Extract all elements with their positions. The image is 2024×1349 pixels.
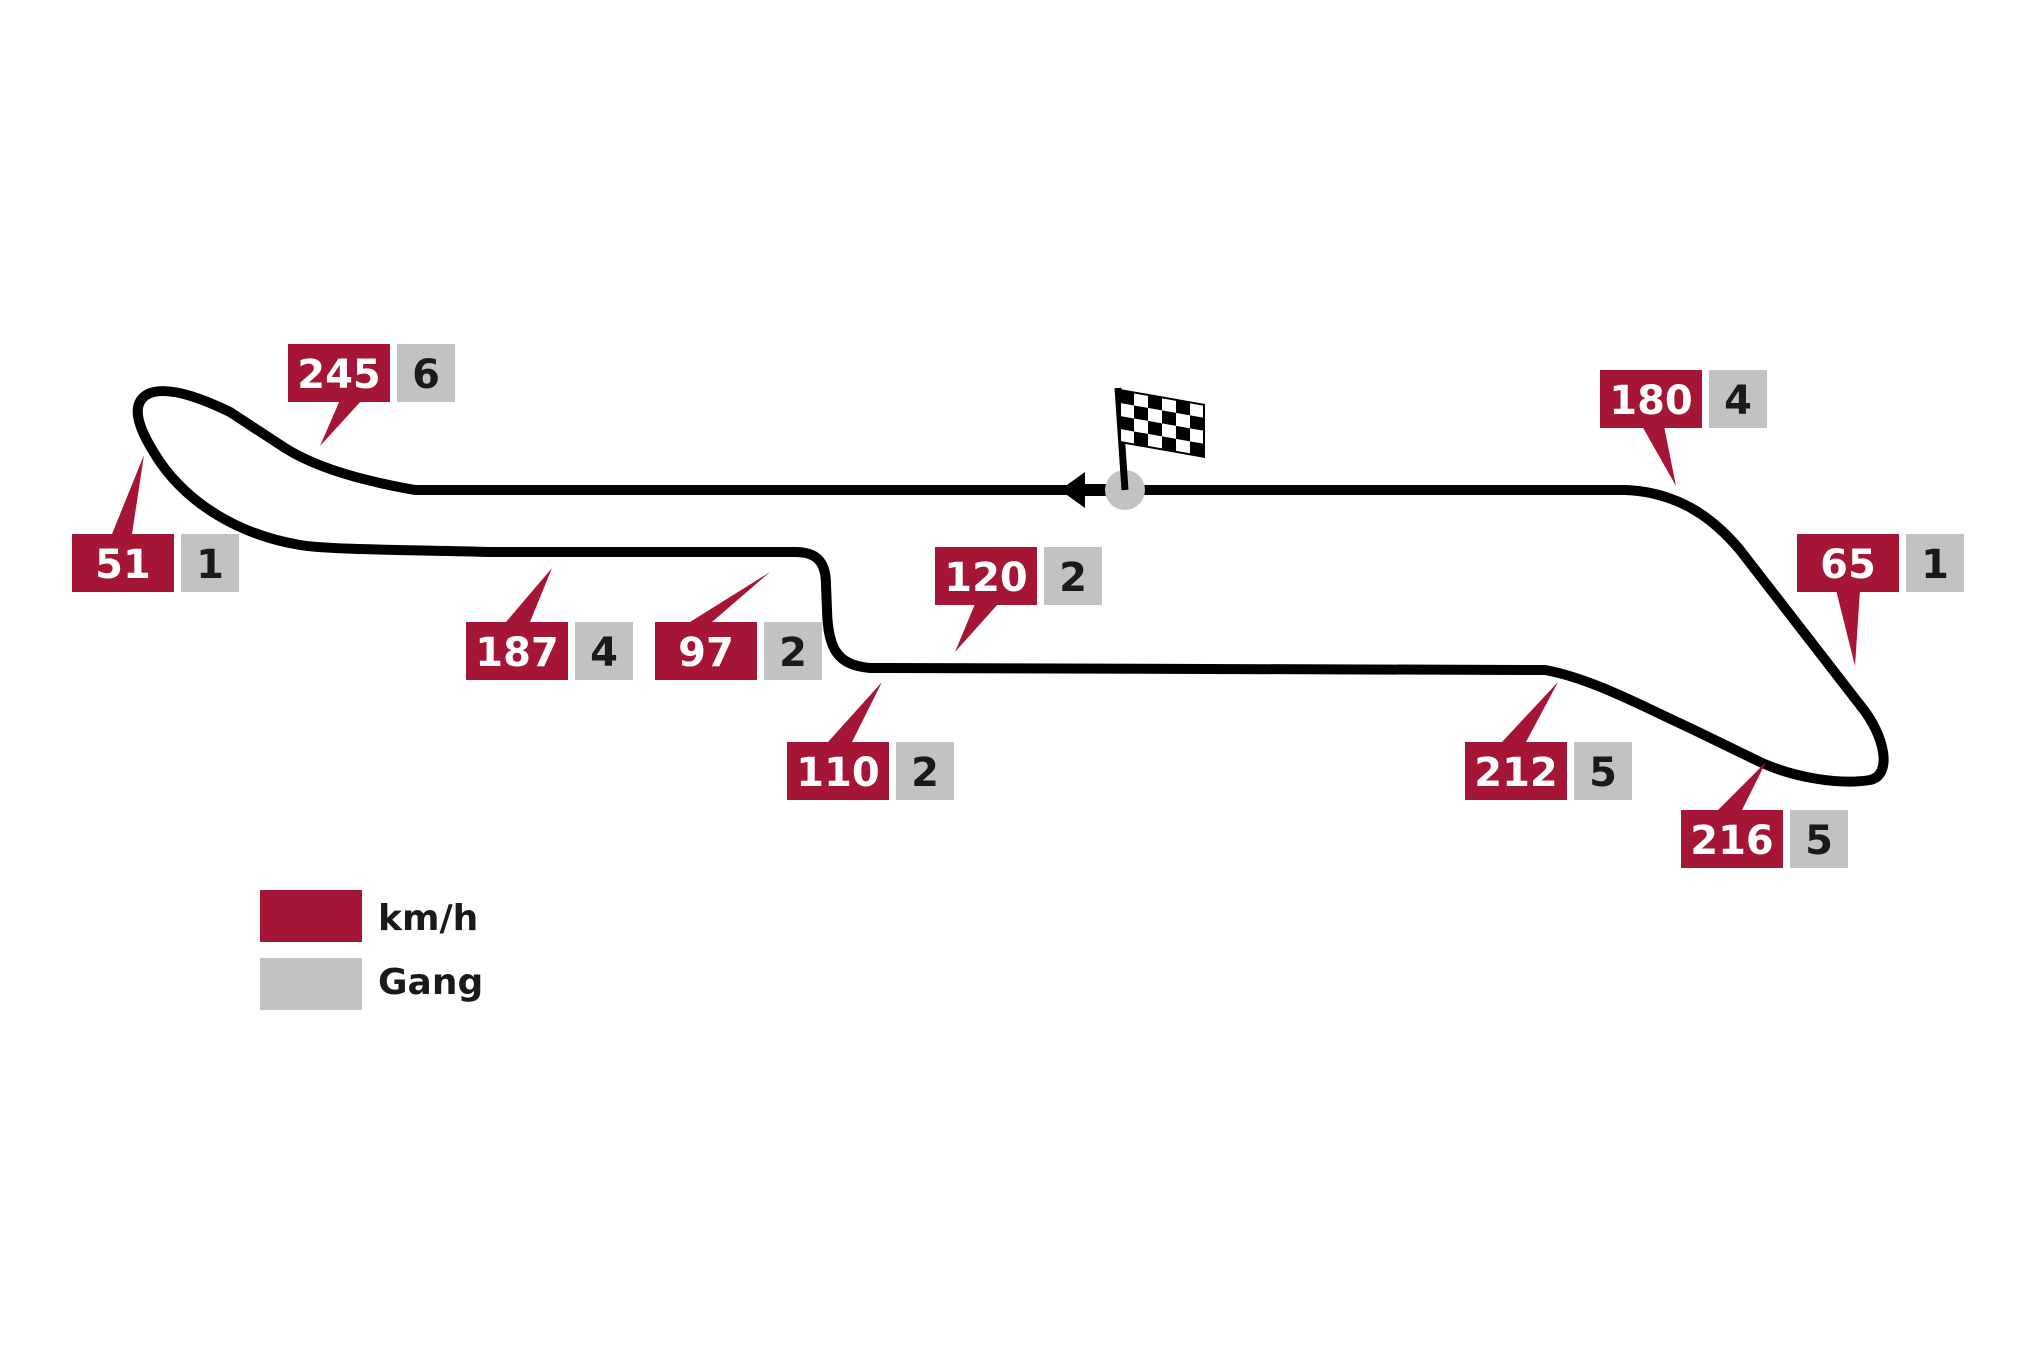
speed-value: 245 xyxy=(297,352,381,398)
speed-box xyxy=(935,547,1037,605)
gear-box xyxy=(1906,534,1964,592)
corner-callout-c8: 216 5 xyxy=(1681,762,1848,868)
gear-value: 6 xyxy=(412,352,440,398)
gear-box xyxy=(896,742,954,800)
track-outline xyxy=(132,386,1889,787)
checkered-flag-icon xyxy=(1114,387,1205,491)
corner-callout-c6: 120 2 xyxy=(935,547,1102,652)
gear-box xyxy=(1709,370,1767,428)
gear-box xyxy=(575,622,633,680)
corner-callout-c10: 180 4 xyxy=(1600,370,1767,486)
legend-gear-label: Gang xyxy=(378,962,483,1003)
speed-value: 212 xyxy=(1474,750,1558,796)
corner-callout-c7: 212 5 xyxy=(1465,682,1632,800)
corner-callout-c1: 51 1 xyxy=(72,455,239,592)
callout-pointer xyxy=(1642,426,1676,486)
gear-box xyxy=(1790,810,1848,868)
gear-box xyxy=(1044,547,1102,605)
callout-pointer xyxy=(1718,762,1766,810)
gear-value: 5 xyxy=(1589,750,1617,796)
gear-value: 2 xyxy=(911,750,939,796)
speed-box xyxy=(787,742,889,800)
speed-box xyxy=(288,344,390,402)
speed-box xyxy=(1797,534,1899,592)
speed-box xyxy=(466,622,568,680)
corner-callout-c9: 65 1 xyxy=(1797,534,1964,666)
arrow-left-icon xyxy=(1060,472,1085,508)
callout-pointer xyxy=(828,682,882,742)
gear-box xyxy=(181,534,239,592)
callout-pointer xyxy=(506,568,552,622)
speed-box xyxy=(1465,742,1567,800)
gear-box xyxy=(1574,742,1632,800)
speed-box xyxy=(1681,810,1783,868)
callout-pointer xyxy=(1502,682,1558,742)
speed-value: 216 xyxy=(1690,818,1774,864)
speed-value: 65 xyxy=(1820,542,1876,588)
gear-box xyxy=(397,344,455,402)
arrow-shaft xyxy=(1080,484,1110,496)
legend-speed-label: km/h xyxy=(378,898,478,939)
legend: km/h Gang xyxy=(260,890,483,1010)
speed-box xyxy=(655,622,757,680)
gear-value: 1 xyxy=(196,542,224,588)
callout-pointer xyxy=(690,572,770,622)
speed-box xyxy=(72,534,174,592)
speed-value: 180 xyxy=(1609,378,1693,424)
gear-value: 2 xyxy=(779,630,807,676)
speed-value: 97 xyxy=(678,630,734,676)
gear-box xyxy=(764,622,822,680)
corner-callout-c4: 97 2 xyxy=(655,572,822,680)
speed-value: 120 xyxy=(944,555,1028,601)
gear-value: 2 xyxy=(1059,555,1087,601)
corner-callout-c2: 245 6 xyxy=(288,344,455,446)
gear-value: 1 xyxy=(1921,542,1949,588)
legend-gear-swatch xyxy=(260,958,362,1010)
corner-callout-c3: 187 4 xyxy=(466,568,633,680)
callout-pointer xyxy=(955,604,998,652)
speed-value: 187 xyxy=(475,630,559,676)
callout-pointer xyxy=(1836,590,1860,666)
gear-value: 5 xyxy=(1805,818,1833,864)
gear-value: 4 xyxy=(1724,378,1752,424)
callout-pointer xyxy=(320,400,362,446)
gear-value: 4 xyxy=(590,630,618,676)
speed-value: 51 xyxy=(95,542,151,588)
legend-speed-swatch xyxy=(260,890,362,942)
corner-callout-c5: 110 2 xyxy=(787,682,954,800)
callout-pointer xyxy=(112,455,144,534)
speed-box xyxy=(1600,370,1702,428)
speed-value: 110 xyxy=(796,750,880,796)
